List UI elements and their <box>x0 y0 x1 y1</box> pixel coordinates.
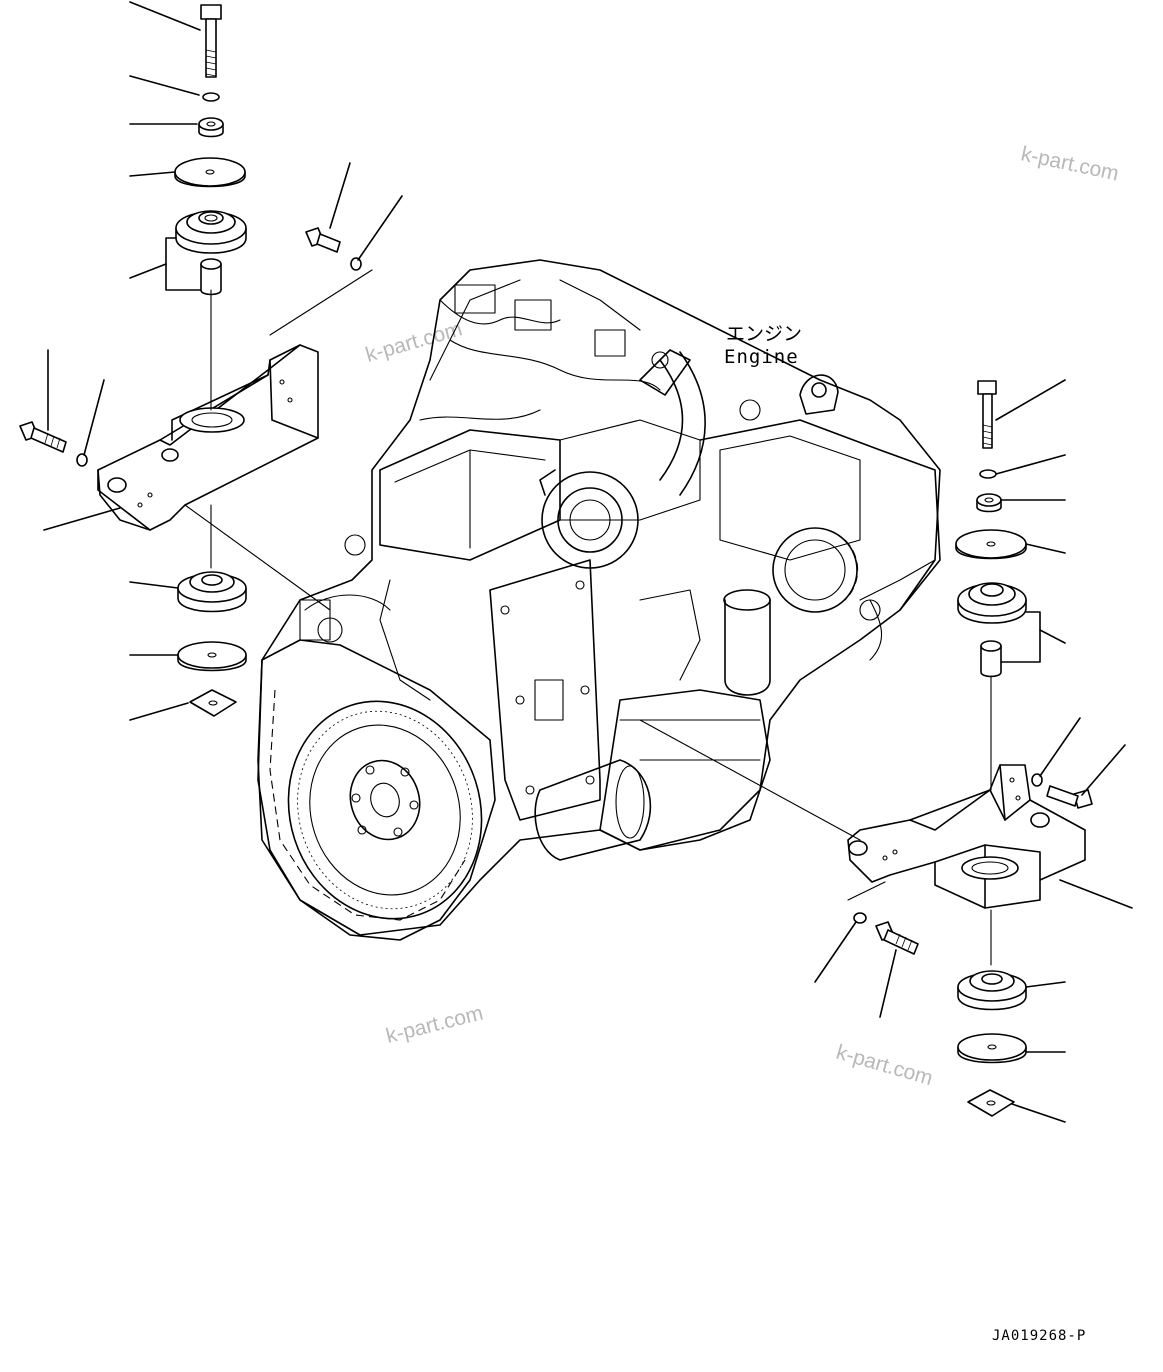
left-thick-washer-icon <box>198 117 224 138</box>
left-bottom-plate-icon <box>177 641 247 672</box>
left-spring-washer-icon <box>202 92 220 102</box>
engine-label: エンジン Engine <box>724 323 802 368</box>
left-side-bolt-icon <box>19 421 67 453</box>
right-bottom-plate-icon <box>957 1033 1027 1064</box>
watermark-bottom-left: k-part.com <box>384 1002 486 1048</box>
left-lower-rubber-mount-icon <box>177 571 247 613</box>
right-bracket-icon <box>847 764 1086 909</box>
right-collar-icon <box>980 640 1002 678</box>
right-mount-assembly <box>639 379 1133 1123</box>
right-leader-lines <box>639 379 1133 1123</box>
watermark-bottom-right: k-part.com <box>834 1041 936 1090</box>
drawing-code: JA019268-P <box>992 1328 1086 1344</box>
left-bracket-washer-icon <box>350 257 362 271</box>
right-bracket-washer-icon <box>853 912 867 924</box>
right-bracket-bolt-icon <box>875 921 919 955</box>
left-bracket-icon <box>97 344 319 531</box>
left-upper-rubber-mount-icon <box>175 210 247 254</box>
right-square-plate-icon <box>967 1089 1015 1117</box>
engine-assembly <box>257 259 941 941</box>
left-top-plate-icon <box>174 157 246 188</box>
left-mount-assembly <box>19 1 403 721</box>
engine-label-jp: エンジン <box>726 323 802 345</box>
right-thick-washer-icon <box>976 493 1002 513</box>
left-side-washer-icon <box>76 453 88 467</box>
watermark-top-right: k-part.com <box>1019 142 1121 185</box>
right-side-bolt-icon <box>1046 785 1093 809</box>
engine-label-en: Engine <box>724 346 799 368</box>
right-lower-rubber-mount-icon <box>957 970 1027 1011</box>
right-mount-bolt-icon <box>977 380 997 449</box>
right-top-plate-icon <box>955 529 1027 560</box>
right-spring-washer-icon <box>979 469 997 479</box>
left-bracket-bolt-icon <box>305 227 341 253</box>
left-square-plate-icon <box>189 689 237 717</box>
right-side-washer-icon <box>1031 773 1043 787</box>
left-mount-bolt-icon <box>200 4 222 78</box>
right-upper-rubber-mount-icon <box>957 582 1027 624</box>
left-leader-lines <box>43 1 403 721</box>
left-collar-icon <box>200 258 222 296</box>
